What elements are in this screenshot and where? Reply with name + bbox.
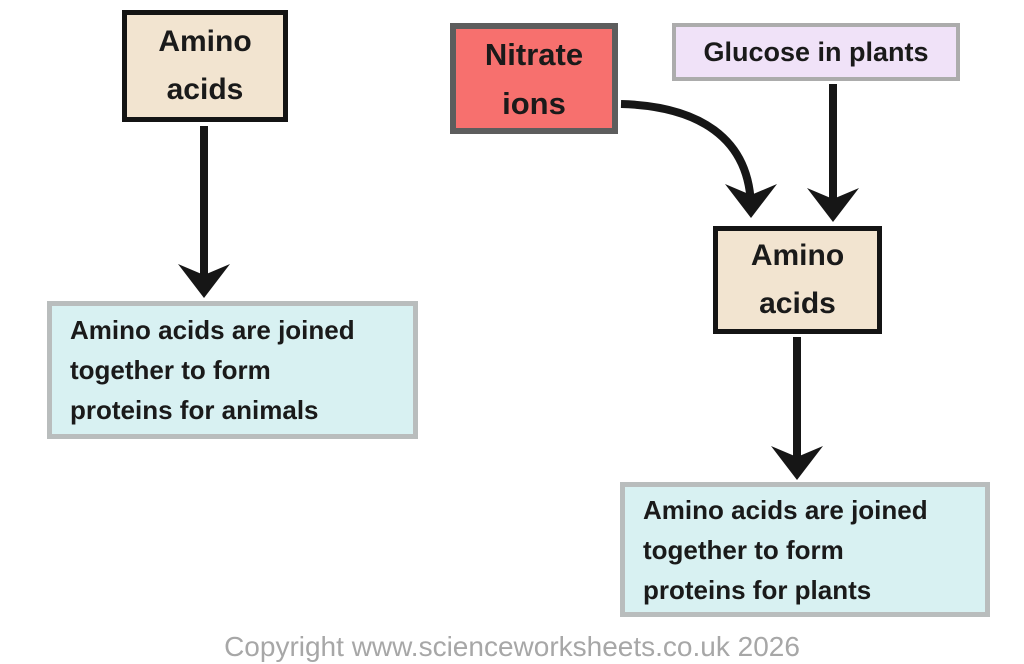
nitrate-ions-box: Nitrate ions — [450, 23, 618, 134]
amino-acids-box-animal-pathway: Amino acids — [122, 10, 288, 122]
arrow-nitrate-to-amino — [620, 100, 777, 218]
proteins-for-plants-description-box: Amino acids are joined together to form … — [620, 482, 990, 617]
copyright-text: Copyright www.scienceworksheets.co.uk 20… — [224, 631, 800, 662]
proteins-for-animals-description-box: Amino acids are joined together to form … — [47, 301, 418, 439]
glucose-in-plants-box: Glucose in plants — [672, 23, 960, 81]
amino-acids-box-plant-pathway: Amino acids — [713, 226, 882, 334]
